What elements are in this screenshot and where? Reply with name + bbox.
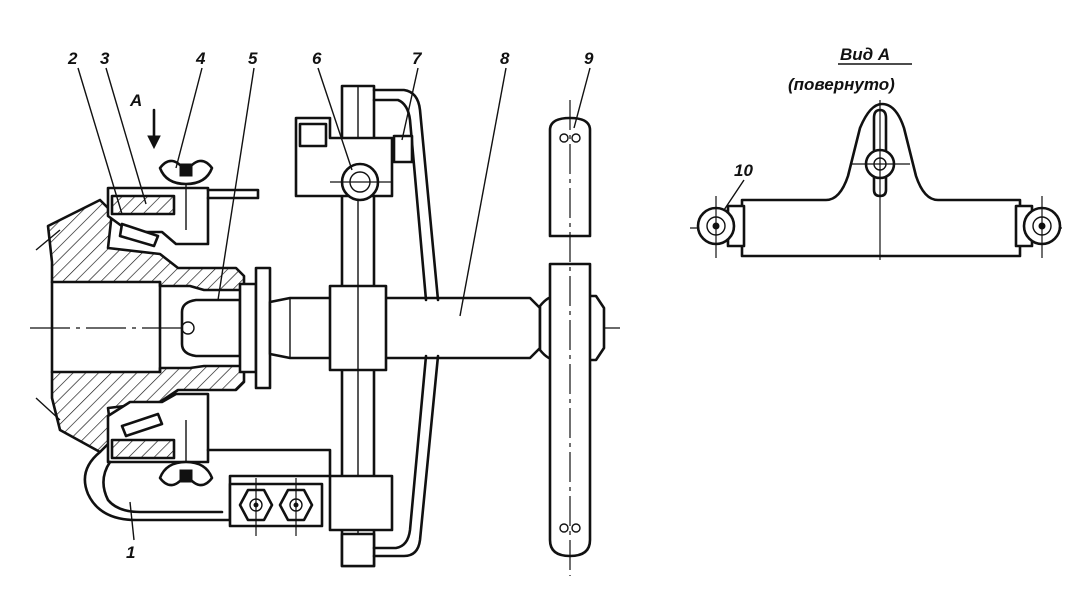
callout-7: 7: [412, 49, 423, 68]
top-bracket: [206, 188, 260, 200]
upper-clamp: [294, 116, 394, 202]
callout-2: 2: [67, 49, 78, 68]
bearing-race-lower: [110, 438, 176, 460]
callout-3: 3: [100, 49, 110, 68]
curved-arm: [372, 88, 440, 302]
main-section-view: A 2 3 4 5 6 7 8 9 1: [30, 49, 620, 576]
wing-nut-lower: [158, 420, 214, 487]
view-a-left-eye: [696, 196, 746, 258]
t-handle: [548, 100, 592, 576]
roller-upper: [118, 222, 160, 248]
view-a-subtitle: (повернуто): [788, 75, 895, 94]
callout-9: 9: [584, 49, 594, 68]
wing-nut-upper: [158, 159, 214, 230]
lower-clamp: [328, 474, 394, 532]
leader-lines: [35, 67, 591, 541]
view-a: Вид А (повернуто) 10: [690, 45, 1062, 260]
callout-4: 4: [195, 49, 206, 68]
center-stud: [180, 298, 242, 358]
view-a-right-eye: [1014, 196, 1062, 258]
hub-bore: [50, 280, 162, 374]
arm-block: [392, 134, 414, 164]
flange-disc: [254, 266, 272, 390]
callout-5: 5: [248, 49, 258, 68]
roller-lower: [120, 412, 164, 438]
flange-plate: [238, 282, 258, 374]
hub-lower: [50, 364, 246, 454]
view-a-slot: [850, 100, 910, 260]
callout-10: 10: [734, 161, 753, 180]
view-arrow-label: A: [129, 91, 142, 110]
callout-1: 1: [126, 543, 135, 562]
callout-8: 8: [500, 49, 510, 68]
clamp-frame: [83, 448, 332, 522]
clamp-frame-inner: [102, 460, 224, 514]
view-a-title: Вид А: [840, 45, 890, 64]
callout-6: 6: [312, 49, 322, 68]
shaft: [268, 296, 542, 360]
view-arrow: [147, 108, 161, 150]
